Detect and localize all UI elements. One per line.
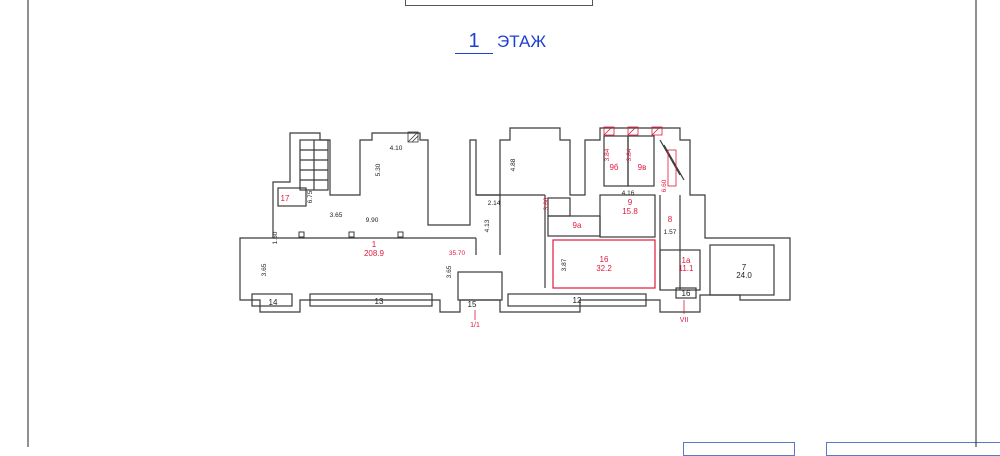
dim-3-84-left: 3.84	[604, 148, 611, 161]
dim-4-16: 4.16	[622, 190, 635, 197]
room-9a-number: 9a	[573, 221, 582, 230]
hatched-vents-red	[603, 126, 677, 187]
dim-3-65-left: 3.65	[261, 263, 268, 276]
room-9-area: 15.8	[622, 207, 638, 216]
dim-9-90: 9.90	[366, 217, 379, 224]
axis-mark-VII: VII	[680, 317, 689, 324]
dim-2-14: 2.14	[488, 200, 501, 207]
room-7-label: 7 24.0	[736, 263, 752, 280]
room-1-number: 1	[372, 240, 377, 249]
dimensions-red: 35.70 3.66 3.84 3.84 6.60	[449, 148, 668, 257]
dim-4-10: 4.10	[390, 145, 403, 152]
dim-3-65-top: 3.65	[330, 212, 343, 219]
room-16-area: 32.2	[596, 264, 612, 273]
room-8-number: 8	[668, 215, 673, 224]
dim-4-13: 4.13	[484, 219, 491, 232]
room-mark-14: 14	[269, 298, 278, 307]
room-16-number: 16	[600, 255, 609, 264]
dim-6-75: 6.75	[307, 190, 314, 203]
room-marks: 14 13 15 12 16	[269, 289, 691, 309]
room-mark-12: 12	[573, 296, 582, 305]
dim-1-57: 1.57	[664, 229, 677, 236]
axis-marks: 1/1 VII	[470, 300, 688, 329]
dimensions-black: 4.10 5.30 6.75 3.65 9.90 1.60 3.65 4.88 …	[261, 145, 677, 278]
dim-1-60: 1.60	[272, 231, 279, 244]
dim-5-30: 5.30	[375, 163, 382, 176]
title-stamp: ............ ............ ............	[405, 0, 593, 6]
hatched-vents	[407, 131, 419, 143]
floor-word: ЭТАЖ	[497, 32, 547, 51]
dim-3-84-right: 3.84	[626, 148, 633, 161]
room-7-number: 7	[742, 263, 747, 272]
room-17-number: 17	[281, 194, 290, 203]
room-9b-number: 9б	[609, 163, 618, 172]
room-1a-number: 1a	[682, 256, 691, 265]
dim-4-88: 4.88	[510, 158, 517, 171]
dim-6-60: 6.60	[661, 179, 668, 192]
dim-3-65-entrance: 3.65	[446, 265, 453, 278]
dim-3-87: 3.87	[561, 258, 568, 271]
room-7-area: 24.0	[736, 271, 752, 280]
room-mark-13: 13	[375, 297, 384, 306]
room-labels: 1 208.9 16 32.2 9 15.8 1a 11.1 9a 9б 9в …	[281, 163, 694, 273]
room-1a-area: 11.1	[679, 264, 695, 273]
columns	[298, 231, 404, 238]
floor-number: 1	[455, 30, 493, 54]
dim-35-70: 35.70	[449, 250, 466, 257]
dim-3-66: 3.66	[543, 197, 550, 210]
room-1-area: 208.9	[364, 249, 385, 258]
room-9v-number: 9в	[638, 163, 647, 172]
axis-mark-1-1: 1/1	[470, 322, 480, 329]
room-mark-16: 16	[682, 289, 691, 298]
room-mark-15: 15	[468, 300, 477, 309]
walls	[239, 127, 791, 313]
room-9-number: 9	[628, 198, 633, 207]
